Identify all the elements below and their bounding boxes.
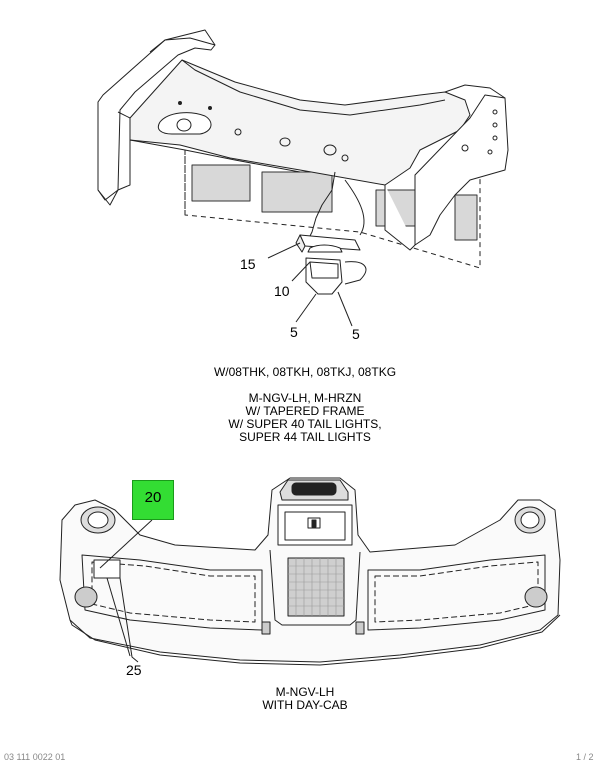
footer-left: 03 111 0022 01 xyxy=(4,752,66,762)
callout-20-label: 20 xyxy=(144,489,162,506)
caption-line: W/ TAPERED FRAME xyxy=(245,404,365,418)
caption-line: W/ SUPER 40 TAIL LIGHTS, xyxy=(228,417,382,431)
caption-line: WITH DAY-CAB xyxy=(262,698,348,712)
caption-line: SUPER 44 TAIL LIGHTS xyxy=(239,430,371,444)
callout-15: 15 xyxy=(240,256,256,272)
callout-5-left: 5 xyxy=(290,324,298,340)
caption-line: W/08THK, 08TKH, 08TKJ, 08TKG xyxy=(213,365,397,379)
bottom-caption: M-NGV-LH WITH DAY-CAB xyxy=(0,686,610,712)
top-caption-models: W/08THK, 08TKH, 08TKJ, 08TKG xyxy=(0,366,610,379)
callout-10: 10 xyxy=(274,283,290,299)
callout-5-right: 5 xyxy=(352,326,360,342)
callout-25: 25 xyxy=(126,662,142,678)
callout-20-highlight[interactable]: 20 xyxy=(132,480,174,520)
crossmember-diagram xyxy=(97,29,509,327)
caption-line: M-NGV-LH xyxy=(275,685,335,699)
top-caption-description: M-NGV-LH, M-HRZN W/ TAPERED FRAME W/ SUP… xyxy=(0,392,610,444)
caption-line: M-NGV-LH, M-HRZN xyxy=(248,391,362,405)
footer-right: 1 / 2 xyxy=(576,752,594,762)
